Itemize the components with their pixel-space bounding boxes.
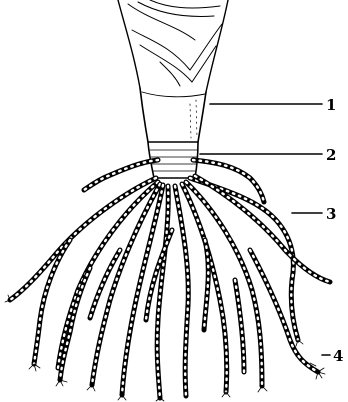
label-2: 2 <box>326 146 336 164</box>
stem <box>118 0 228 92</box>
crown <box>140 88 206 142</box>
roots <box>10 160 330 398</box>
label-1: 1 <box>326 96 336 114</box>
label-3: 3 <box>326 205 336 223</box>
label-4: 4 <box>333 347 343 365</box>
